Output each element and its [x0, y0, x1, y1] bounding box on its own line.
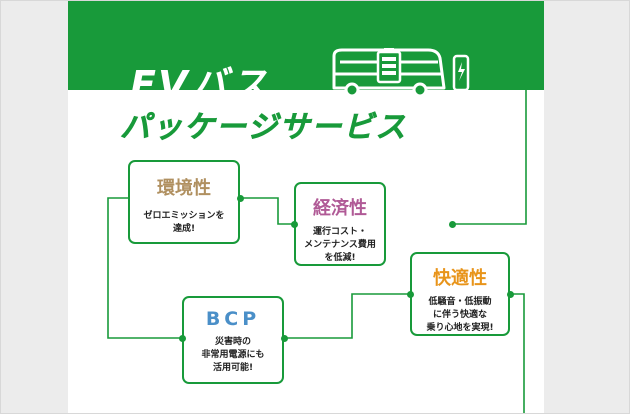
card-bcp: BCP 災害時の 非常用電源にも 活用可能!	[182, 296, 284, 384]
card-title-bcp: BCP	[205, 308, 261, 330]
card-text-comfort-1: 低騒音・低振動	[428, 297, 492, 307]
card-text-comfort-2: に伴う快適な	[432, 310, 487, 320]
card-text-comfort-3: 乗り心地を実現!	[426, 323, 494, 333]
card-text-economy-2: メンテナンス費用	[304, 240, 376, 250]
title-block: EVバス パッケージサービス	[68, 44, 544, 154]
connector-dot	[281, 335, 288, 342]
card-text-environment-2: 達成!	[172, 224, 196, 234]
card-title-economy: 経済性	[313, 198, 367, 219]
brochure-page: EVバス パッケージサービス 環境性 ゼロエミッションを 達成! 経済性	[68, 0, 544, 414]
title-line-2: パッケージサービス	[120, 110, 408, 146]
card-comfort: 快適性 低騒音・低振動 に伴う快適な 乗り心地を実現!	[410, 252, 510, 336]
card-text-bcp-2: 非常用電源にも	[201, 350, 265, 360]
connector-dot	[237, 195, 244, 202]
charger-icon	[452, 54, 470, 92]
connector-dot	[507, 291, 514, 298]
card-economy: 経済性 運行コスト・ メンテナンス費用 を低減!	[294, 182, 386, 266]
title-line-1: EVバス	[130, 63, 270, 107]
card-text-bcp-1: 災害時の	[214, 337, 251, 347]
connector-dot	[179, 335, 186, 342]
card-text-environment-1: ゼロエミッションを	[143, 211, 225, 221]
card-text-economy-1: 運行コスト・	[312, 227, 367, 237]
battery-icon	[376, 48, 402, 84]
card-title-comfort: 快適性	[433, 268, 487, 289]
card-environment: 環境性 ゼロエミッションを 達成!	[128, 160, 240, 244]
card-title-environment: 環境性	[157, 178, 211, 199]
connector-dot	[291, 221, 298, 228]
connector-dot	[449, 221, 456, 228]
connector-lines	[107, 73, 527, 414]
ev-bus-icon	[332, 48, 470, 98]
connector-dot	[407, 291, 414, 298]
card-text-bcp-3: 活用可能!	[212, 363, 254, 373]
card-text-economy-3: を低減!	[324, 253, 356, 263]
